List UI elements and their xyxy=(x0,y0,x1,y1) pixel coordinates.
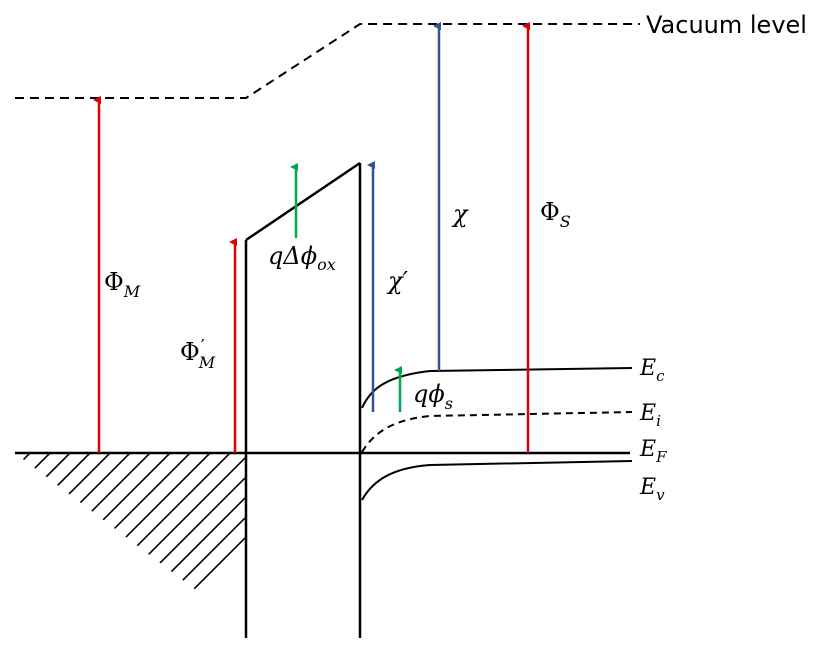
metal-hatch xyxy=(15,453,246,624)
ef-label: EF xyxy=(639,437,667,466)
vacuum-level-line xyxy=(15,23,640,99)
oxide-top-edge xyxy=(245,161,361,242)
ev-label: Ev xyxy=(639,475,665,504)
chi-prime-label: χ′ xyxy=(386,267,409,295)
intrinsic-level xyxy=(361,411,633,453)
ec-label: Ec xyxy=(639,356,665,385)
chi-label: χ xyxy=(451,200,469,228)
phi-m-prime-label: Φ′M xyxy=(180,336,216,372)
q-delta-phi-ox-label: qΔϕox xyxy=(268,242,336,274)
phi-m-label: ΦM xyxy=(104,268,141,301)
conduction-band xyxy=(361,367,633,409)
ei-label: Ei xyxy=(639,401,661,430)
vacuum-level-label: Vacuum level xyxy=(646,11,807,39)
valence-band xyxy=(361,460,633,501)
phi-s-label: ΦS xyxy=(540,198,571,231)
q-phi-s-label: qϕs xyxy=(413,380,453,413)
